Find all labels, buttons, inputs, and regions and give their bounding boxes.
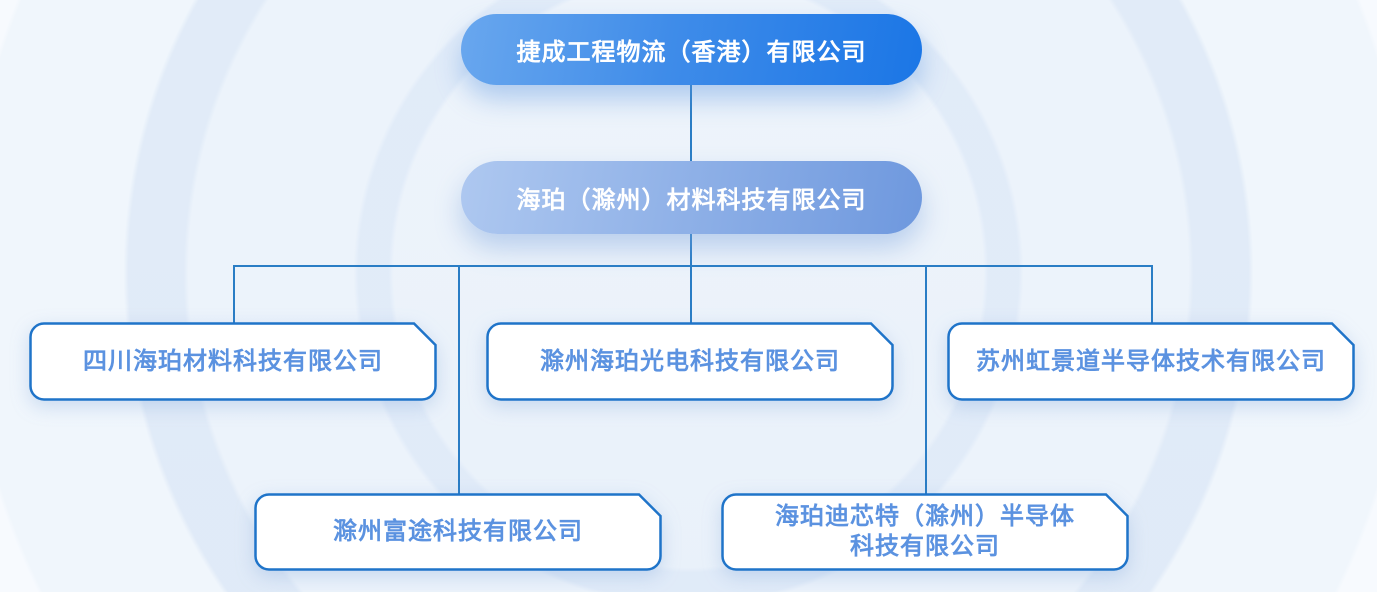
connector-drop-sichuan	[233, 265, 235, 323]
connector-bus	[233, 265, 1152, 267]
connector-drop-suzhou	[1151, 265, 1153, 323]
org-node-chuzhou-futu[interactable]: 滁州富途科技有限公司	[254, 493, 662, 571]
connector-drop-dixinte	[925, 265, 927, 494]
connector-drop-guangdian	[690, 265, 692, 323]
org-node-root-label: 捷成工程物流（香港）有限公司	[516, 39, 867, 66]
org-node-sichuan-haipo[interactable]: 四川海珀材料科技有限公司	[29, 322, 437, 401]
org-node-holding-label: 海珀（滁州）材料科技有限公司	[516, 187, 867, 214]
connector-root-holding	[690, 85, 692, 162]
org-node-root[interactable]: 捷成工程物流（香港）有限公司	[461, 14, 922, 85]
org-node-label: 苏州虹景道半导体技术有限公司	[976, 347, 1326, 375]
connector-holding-bus	[690, 234, 692, 266]
node-box-shape	[29, 322, 437, 401]
node-box-shape	[486, 322, 894, 401]
org-node-label: 滁州海珀光电科技有限公司	[540, 347, 840, 375]
org-node-chuzhou-guangdian[interactable]: 滁州海珀光电科技有限公司	[486, 322, 894, 401]
node-box-shape	[947, 322, 1355, 401]
org-node-label: 滁州富途科技有限公司	[333, 518, 583, 545]
node-box-shape	[254, 493, 662, 571]
connector-drop-futu	[458, 265, 460, 494]
org-node-label: 四川海珀材料科技有限公司	[83, 347, 383, 375]
org-node-suzhou-hongjingdao[interactable]: 苏州虹景道半导体技术有限公司	[947, 322, 1355, 401]
org-node-label: 海珀迪芯特（滁州）半导体 科技有限公司	[775, 503, 1075, 560]
node-box-shape	[721, 493, 1129, 571]
org-node-haipo-dixinte[interactable]: 海珀迪芯特（滁州）半导体 科技有限公司	[721, 493, 1129, 571]
org-node-holding[interactable]: 海珀（滁州）材料科技有限公司	[461, 161, 922, 234]
